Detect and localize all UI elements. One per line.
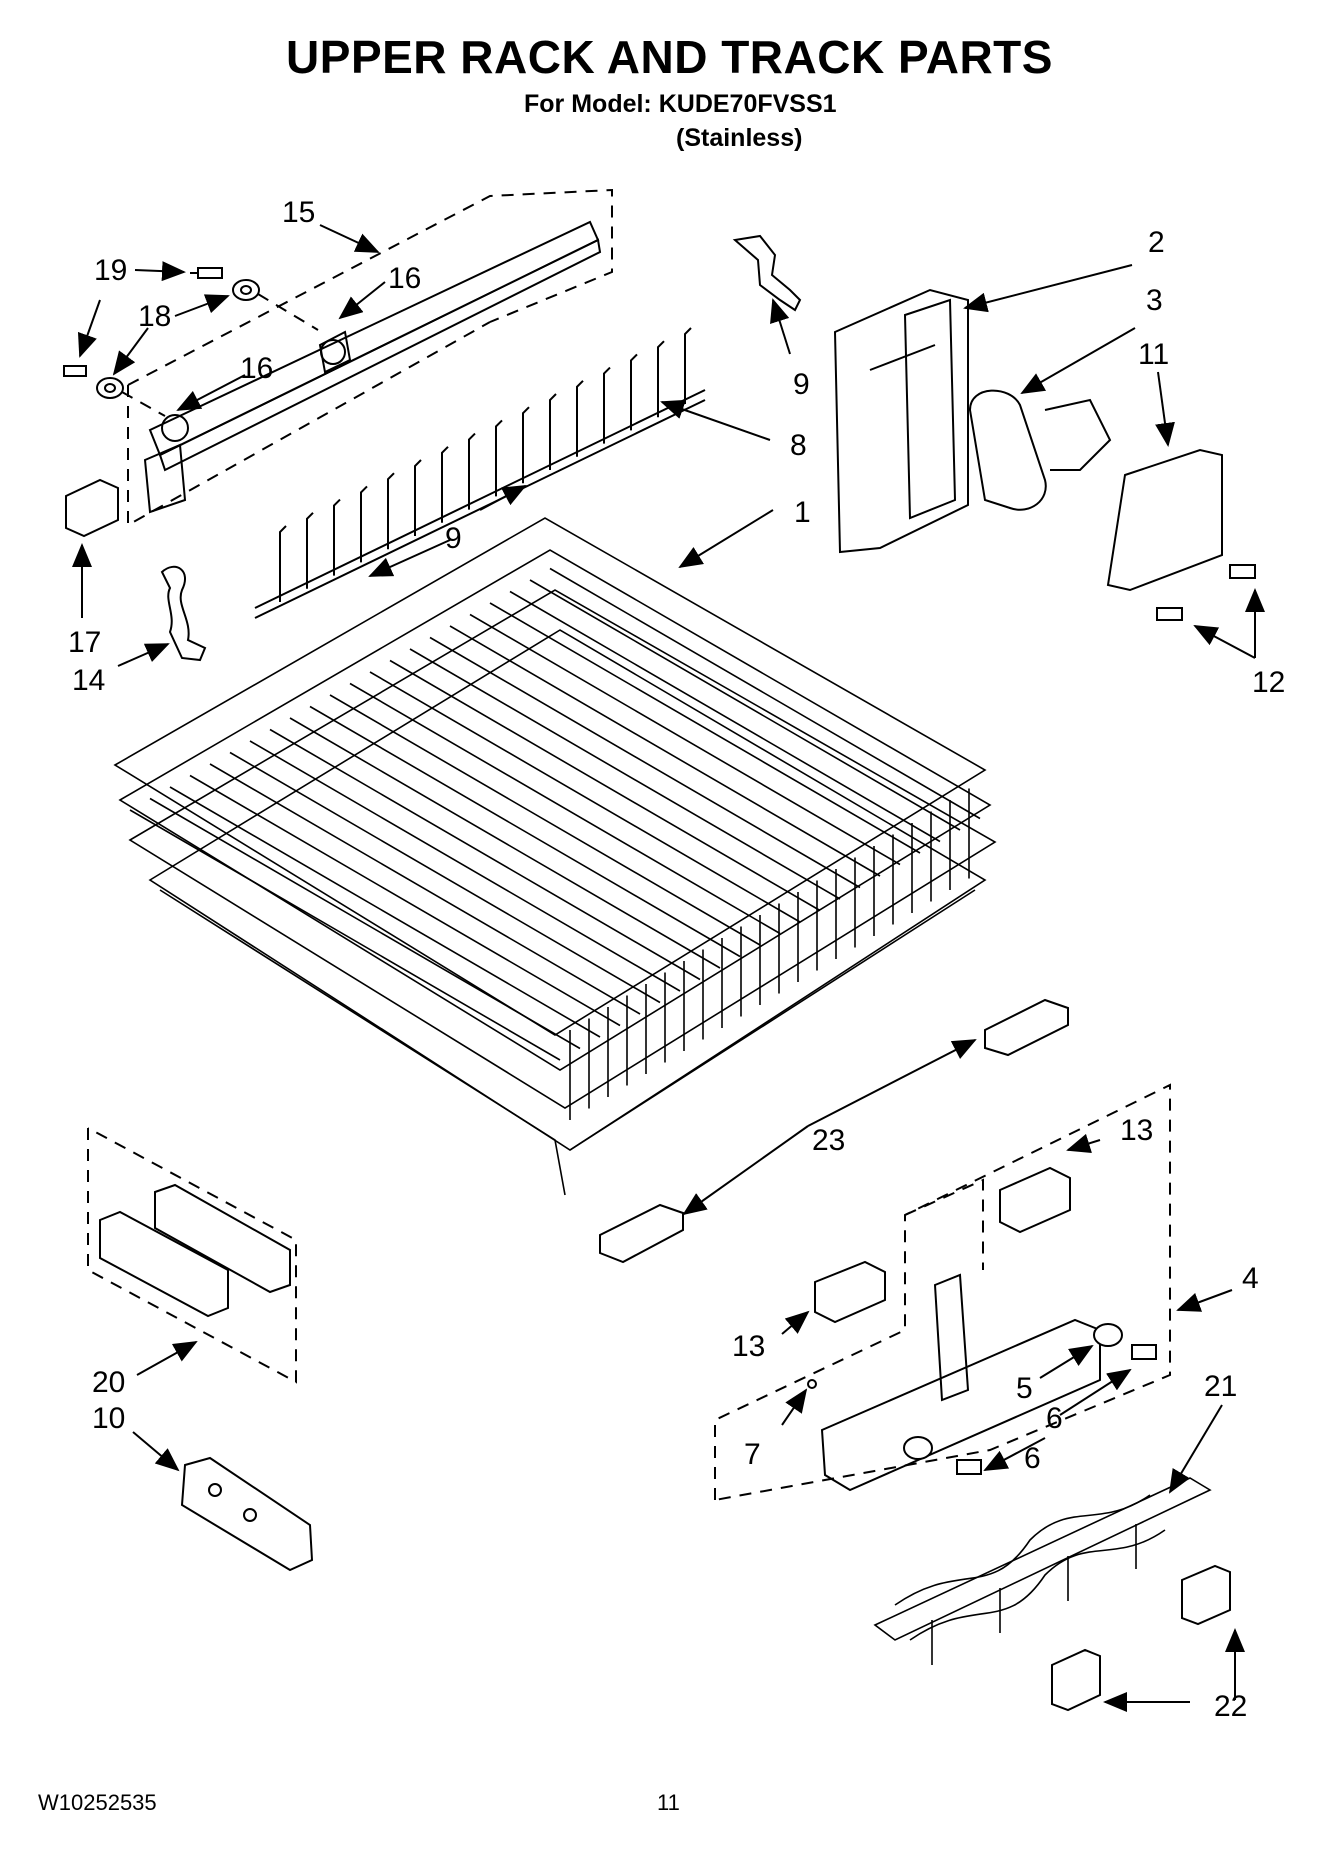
callout-17: 17: [68, 626, 101, 659]
callout-20: 20: [92, 1366, 125, 1399]
callout-1: 1: [794, 496, 811, 529]
model-number: For Model: KUDE70FVSS1: [524, 90, 837, 118]
callout-14: 14: [72, 664, 105, 697]
callout-18: 18: [138, 300, 171, 333]
callout-7: 7: [744, 1438, 761, 1471]
callout-5: 5: [1016, 1372, 1033, 1405]
callout-16: 16: [240, 352, 273, 385]
rack-stop-23-right: [984, 998, 1069, 1057]
page-number: 11: [657, 1790, 680, 1815]
tine-assembly-21: [873, 1477, 1212, 1665]
callout-labels: 15 19 16 18 16 17 14 9 9 8 1 2 3 11 12 2…: [68, 196, 1285, 1723]
adjuster-handle-3: [968, 389, 1112, 511]
screws-12: [1156, 564, 1256, 621]
washer-18-bottom: [96, 377, 124, 399]
axle-6-upper: [1131, 1344, 1157, 1360]
screw-19-bottom: [63, 365, 87, 377]
callout-3: 3: [1146, 284, 1163, 317]
callout-8: 8: [790, 429, 807, 462]
clip-22-left: [1051, 1648, 1101, 1712]
leader-lines: [72, 224, 1265, 1712]
roller-13-lower: [814, 1260, 886, 1324]
cover-11: [1106, 448, 1223, 592]
callout-13: 13: [1120, 1114, 1153, 1147]
callout-19: 19: [94, 254, 127, 287]
callout-15: 15: [282, 196, 315, 229]
part-10: [180, 1456, 314, 1572]
callout-4: 4: [1242, 1262, 1259, 1295]
page-title: UPPER RACK AND TRACK PARTS: [286, 31, 1053, 83]
callout-9: 9: [445, 522, 462, 555]
model-variant: (Stainless): [676, 124, 803, 152]
callout-23: 23: [812, 1124, 845, 1157]
axle-6-lower: [956, 1459, 982, 1475]
wheel-5-lower: [903, 1436, 933, 1460]
callout-13: 13: [732, 1330, 765, 1363]
rack-stop-23-left: [599, 1203, 684, 1264]
callout-2: 2: [1148, 226, 1165, 259]
screw-7: [807, 1379, 817, 1389]
callout-6: 6: [1046, 1402, 1063, 1435]
callout-9: 9: [793, 368, 810, 401]
handle-assembly-20: [87, 1127, 297, 1384]
tine-row-8: [254, 327, 706, 619]
document-number: W10252535: [38, 1790, 157, 1815]
callout-6: 6: [1024, 1442, 1041, 1475]
clip-9-top: [732, 234, 802, 312]
callout-11: 11: [1138, 338, 1169, 371]
clip-22-right: [1181, 1564, 1231, 1626]
track-assembly: [127, 188, 613, 527]
callout-10: 10: [92, 1402, 125, 1435]
screw-19-top: [190, 267, 223, 279]
callout-12: 12: [1252, 666, 1285, 699]
end-cap-17: [65, 478, 119, 538]
upper-rack-1: [113, 517, 997, 1196]
lower-track-4: [714, 1083, 1171, 1501]
callout-22: 22: [1214, 1690, 1247, 1723]
rack-adjuster-2: [833, 288, 969, 554]
callout-16: 16: [388, 262, 421, 295]
washer-18-top: [232, 279, 260, 301]
clip-14: [160, 565, 207, 662]
roller-13-upper: [999, 1166, 1071, 1234]
wheel-5-upper: [1093, 1323, 1123, 1347]
callout-21: 21: [1204, 1370, 1237, 1403]
